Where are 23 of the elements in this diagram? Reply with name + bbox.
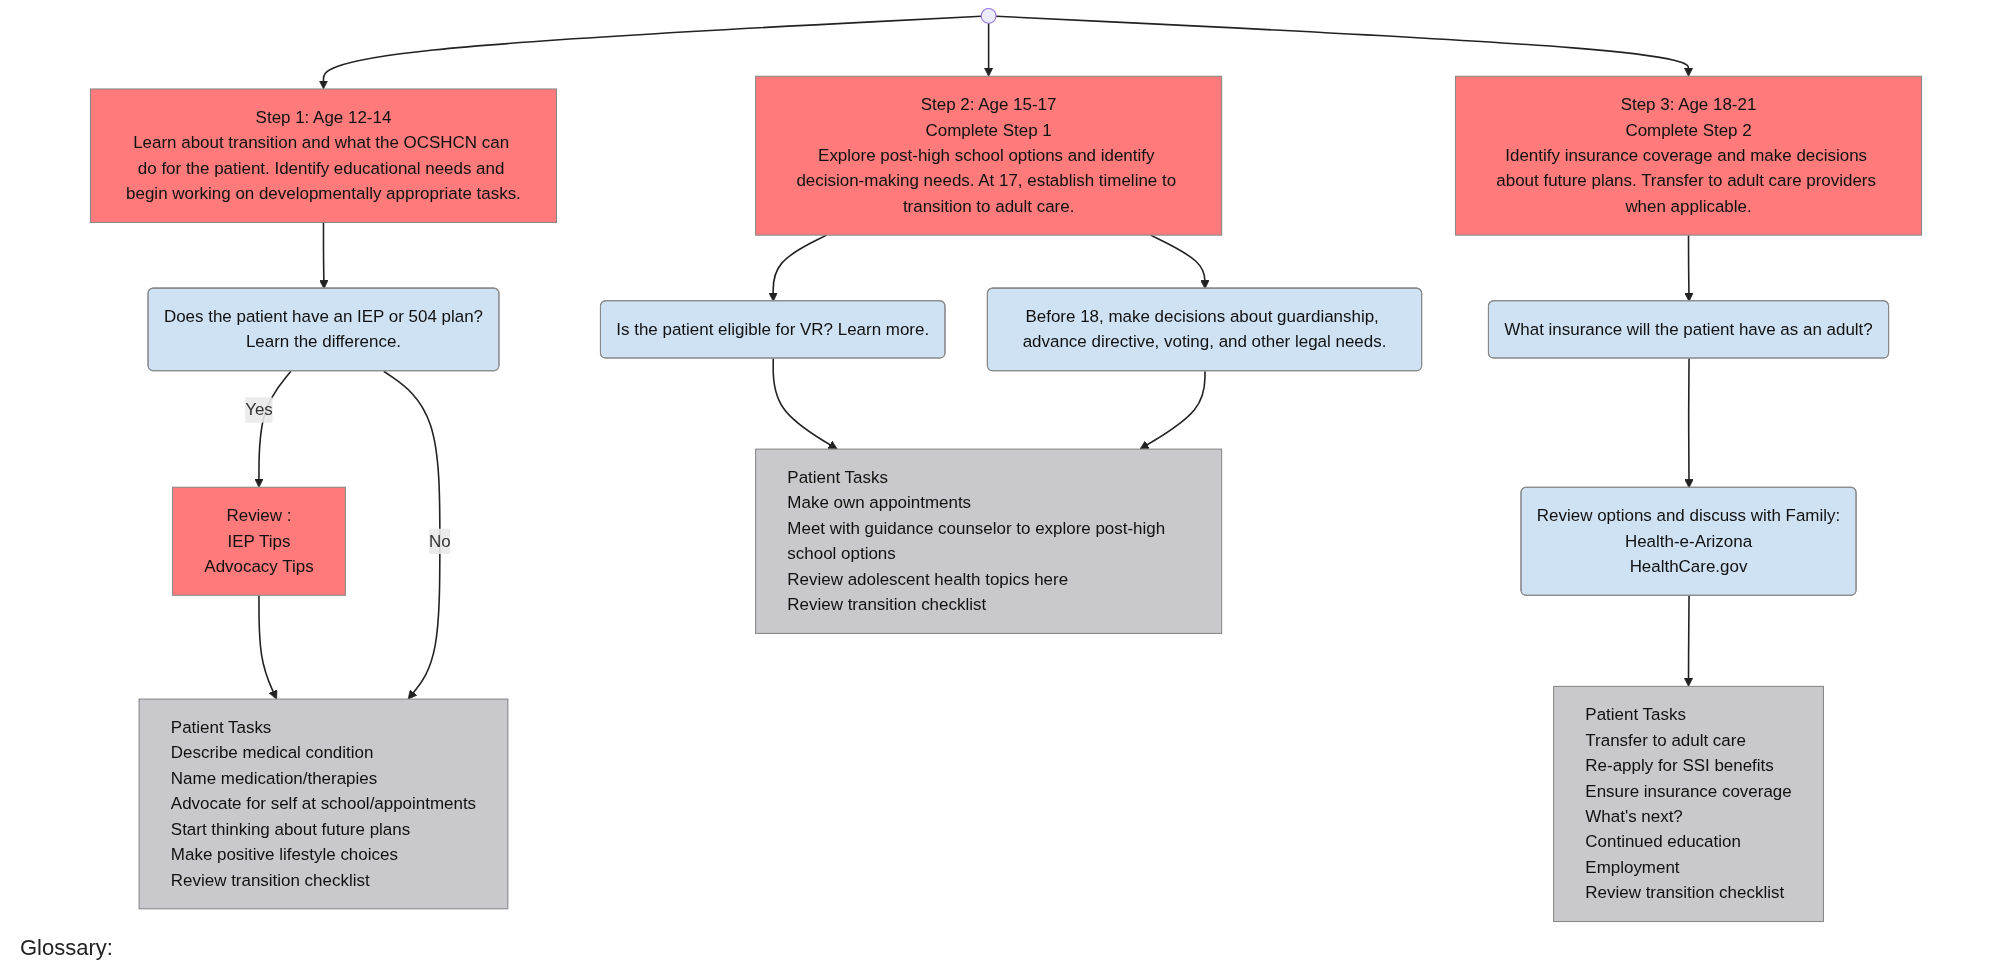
arrow [1139,370,1206,450]
arrow [319,221,329,290]
edge-label: Yes [245,400,273,419]
node-box: Patient Tasks Describe medical condition Name medication/therapies Advocate for self at school/appointments Start thinking about future plans Make positive lifestyle choices Review transition checklist [138,698,509,910]
arrow [318,15,982,90]
arrow [1683,595,1694,687]
edge-label: No [429,531,451,550]
arrow [772,357,838,450]
arrow [1684,234,1694,302]
node-box: Patient Tasks Make own appointments Meet with guidance counselor to explore post-high school options Review adolescent health topics here Review transition checklist [755,448,1223,634]
arrow [768,234,828,302]
arrow [382,370,441,700]
node-box: Patient Tasks Transfer to adult care Re-apply for SSI benefits Ensure insurance coverage What's next? Continued education Employment Review transition checklist [1553,685,1824,923]
arrow [258,594,278,700]
arrow [995,15,1694,77]
arrow [1684,357,1694,489]
glossary-heading: Glossary: [20,935,113,961]
arrow [983,22,994,77]
node-box: Step 2: Age 15-17 Complete Step 1 Explore post-high school options and identify decision-making needs. At 17, establish timeline to transition to adult care. [755,75,1223,236]
node-box: Step 1: Age 12-14 Learn about transition and what the OCSHCN can do for the patient. Identify educational needs and begin working on developmentally appropriate tasks. [89,88,558,223]
node-box: Review : IEP Tips Advocacy Tips [172,486,346,596]
arrow [1149,234,1210,290]
node-box: Step 3: Age 18-21 Complete Step 2 Identify insurance coverage and make decisions about future plans. Transfer to adult care providers when applicable. [1454,75,1923,236]
